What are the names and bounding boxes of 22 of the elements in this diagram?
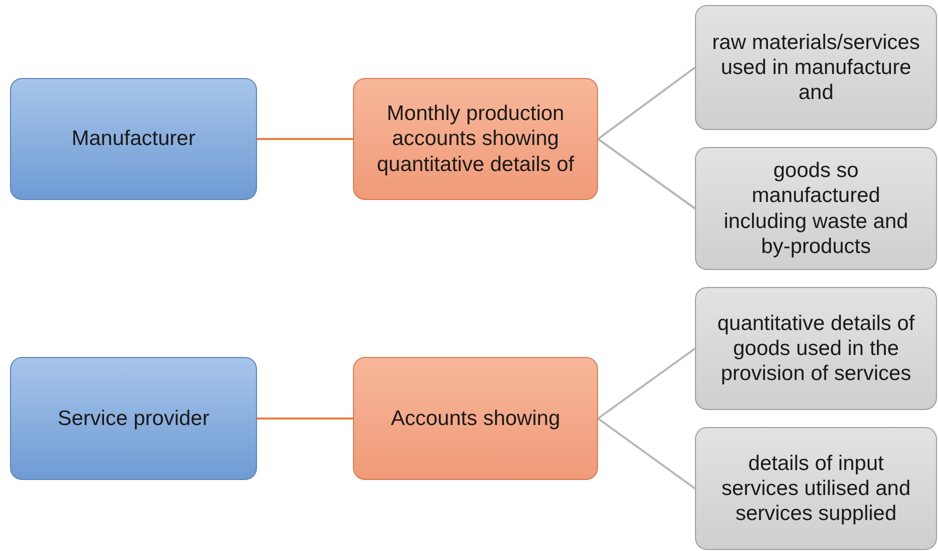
role-box: [10, 357, 257, 480]
detail-box: [695, 287, 937, 410]
node-label: Service provider: [58, 406, 210, 432]
node-label: goods so manufactured including waste and by-products: [722, 158, 910, 259]
account-box: [353, 357, 598, 480]
node-label: Monthly production accounts showing quantitative details of: [376, 101, 576, 177]
detail-box: [695, 5, 937, 130]
connector-line: [257, 418, 353, 420]
connector-line: [597, 348, 696, 420]
connector-line: [597, 66, 696, 140]
node-label: Manufacturer: [72, 126, 196, 152]
node-label: details of input services utilised and services supplied: [720, 450, 912, 526]
node-label: quantitative details of goods used in the provision of services: [716, 310, 916, 386]
connector-line: [597, 418, 696, 490]
connector-line: [597, 138, 696, 210]
detail-box: [695, 147, 937, 270]
detail-box: [695, 427, 937, 550]
node-label: raw materials/services used in manufacture and: [711, 30, 921, 106]
account-box: [353, 78, 598, 200]
connector-line: [257, 138, 353, 140]
role-box: [10, 78, 257, 200]
node-label: Accounts showing: [390, 406, 560, 432]
